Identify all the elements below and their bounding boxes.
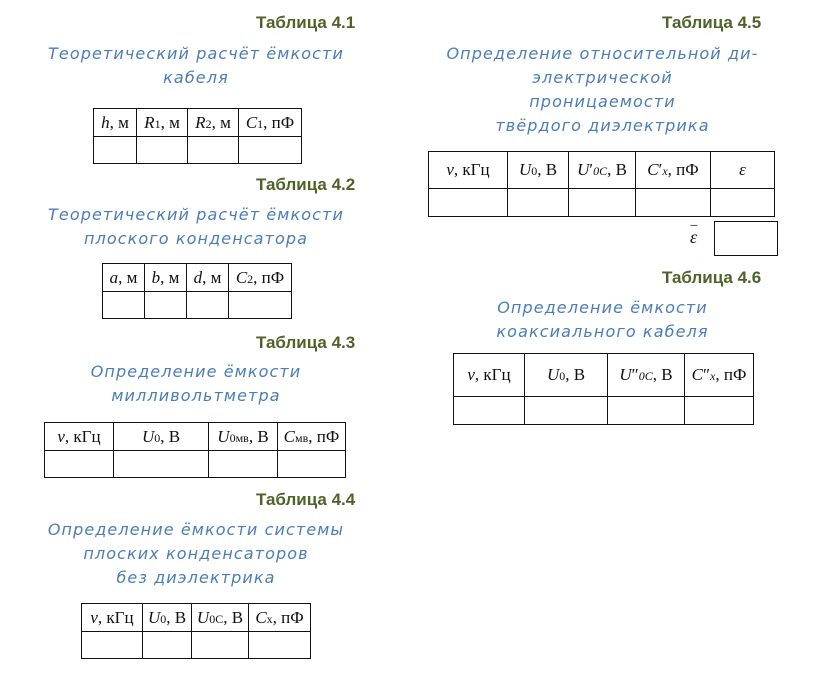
cell [684,396,754,425]
cell [710,188,775,217]
table-4-5: ν, кГц U0, В U′0C, В C′x, пФ ε [428,151,775,217]
table-4-2-caption: Теоретический расчёт ёмкости плоского ко… [26,203,366,251]
cell [607,396,685,425]
header-u0mv: U0мв, В [208,422,278,451]
header-nu: ν, кГц [44,422,114,451]
caption-line: плоских конденсаторов [83,544,309,563]
cell [186,291,229,319]
caption-line: плоского конденсатора [83,229,309,248]
header-cx-dprime: C″x, пФ [684,353,754,397]
caption-line: Определение ёмкости [90,362,302,381]
table-4-3-caption: Определение ёмкости милливольтметра [26,360,366,408]
table-4-1-caption: Теоретический расчёт ёмкости кабеля [26,42,366,90]
header-nu: ν, кГц [453,353,525,397]
caption-line: милливольтметра [111,386,281,405]
cell [428,188,508,217]
header-b: b, м [144,263,187,292]
header-c1: C1, пФ [238,108,302,137]
header-u0c: U0C, В [191,603,249,632]
cell [191,631,249,659]
caption-line: кабеля [163,68,229,87]
cell [81,631,143,659]
header-epsilon: ε [710,151,775,189]
caption-line: проницаемости [529,92,676,111]
header-h: h, м [93,108,137,137]
header-u0: U0, В [113,422,209,451]
header-r1: R1, м [136,108,188,137]
table-4-6-label: Таблица 4.6 [662,268,762,287]
table-4-4-caption: Определение ёмкости системы плоских конд… [26,518,366,590]
header-cmv: Cмв, пФ [277,422,346,451]
cell [277,450,346,478]
table-4-6: ν, кГц U0, В U″0C, В C″x, пФ [453,353,754,425]
header-nu: ν, кГц [428,151,508,189]
cell [453,396,525,425]
table-4-4-label: Таблица 4.4 [256,490,356,509]
header-u0c-dprime: U″0C, В [607,353,685,397]
header-nu: ν, кГц [81,603,143,632]
cell [635,188,711,217]
cell [142,631,192,659]
header-u0: U0, В [507,151,569,189]
header-a: a, м [102,263,145,292]
table-4-2-label: Таблица 4.2 [256,175,356,194]
header-cx: Cx, пФ [248,603,311,632]
header-c2: C2, пФ [228,263,292,292]
epsilon-mean-label: ‾ε [690,223,698,247]
caption-line: Теоретический расчёт ёмкости [48,205,344,224]
table-4-3-label: Таблица 4.3 [256,333,356,352]
caption-line: коаксиального кабеля [496,322,709,341]
header-d: d, м [186,263,229,292]
table-4-2: a, м b, м d, м C2, пФ [102,263,292,319]
cell [507,188,569,217]
cell [187,136,239,164]
cell [102,291,145,319]
cell [228,291,292,319]
cell [93,136,137,164]
caption-line: Теоретический расчёт ёмкости [48,44,344,63]
cell [136,136,188,164]
table-4-6-caption: Определение ёмкости коаксиального кабеля [430,296,775,344]
cell [144,291,187,319]
epsilon-mean-cell [714,221,778,256]
header-r2: R2, м [187,108,239,137]
cell [113,450,209,478]
caption-line: электрической [532,68,673,87]
header-u0: U0, В [524,353,608,397]
header-cx-prime: C′x, пФ [635,151,711,189]
cell [248,631,311,659]
header-u0c-prime: U′0C, В [568,151,636,189]
table-4-3: ν, кГц U0, В U0мв, В Cмв, пФ [44,422,346,478]
caption-line: без диэлектрика [116,568,276,587]
table-4-4: ν, кГц U0, В U0C, В Cx, пФ [81,603,311,659]
cell [524,396,608,425]
cell [238,136,302,164]
caption-line: Определение относительной ди- [446,44,759,63]
caption-line: твёрдого диэлектрика [495,116,710,135]
cell [44,450,114,478]
table-4-1-label: Таблица 4.1 [256,13,356,32]
cell [568,188,636,217]
caption-line: Определение ёмкости [497,298,708,317]
table-4-5-label: Таблица 4.5 [662,13,762,32]
caption-line: Определение ёмкости системы [47,520,345,539]
cell [208,450,278,478]
table-4-5-caption: Определение относительной ди- электричес… [430,42,775,138]
header-u0: U0, В [142,603,192,632]
table-4-1: h, м R1, м R2, м C1, пФ [93,108,302,164]
